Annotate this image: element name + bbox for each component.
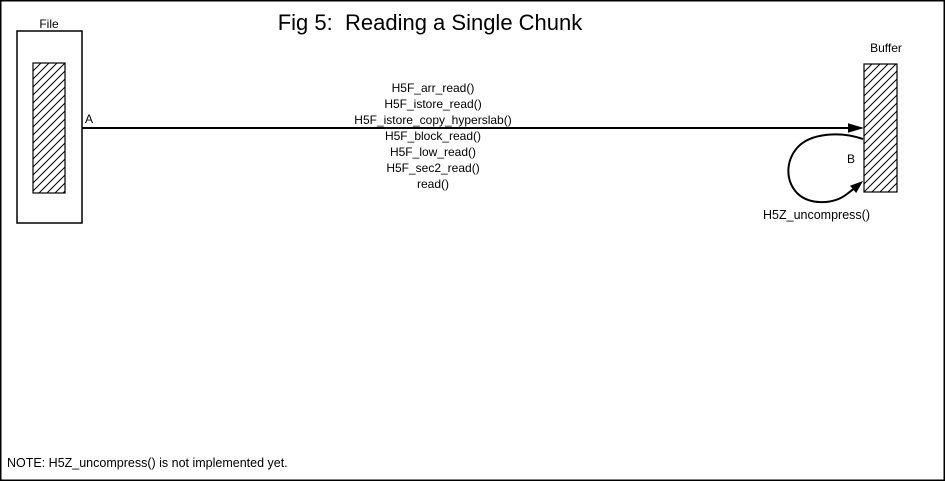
call-stack-line-6: H5F_sec2_read() (386, 161, 479, 175)
arrow-b-head (850, 181, 863, 193)
arrow-b-loop (787, 133, 864, 204)
call-stack-line-4: H5F_block_read() (385, 129, 481, 143)
call-stack: H5F_arr_read() H5F_istore_read() H5F_ist… (354, 81, 511, 191)
call-stack-line-1: H5F_arr_read() (392, 81, 475, 95)
figure-title: Fig 5: Reading a Single Chunk (278, 10, 584, 35)
arrow-a-head (848, 123, 864, 133)
arrow-a-label: A (85, 112, 93, 126)
call-stack-line-5: H5F_low_read() (390, 145, 476, 159)
call-stack-line-2: H5F_istore_read() (384, 97, 481, 111)
footnote: NOTE: H5Z_uncompress() is not implemente… (7, 456, 288, 470)
file-chunk-hatch (32, 62, 66, 194)
buffer-label: Buffer (870, 41, 902, 55)
buffer-hatch (863, 63, 898, 193)
call-stack-line-7: read() (417, 177, 449, 191)
uncompress-caption: H5Z_uncompress() (763, 208, 870, 222)
call-stack-line-3: H5F_istore_copy_hyperslab() (354, 113, 511, 127)
file-label: File (39, 17, 59, 31)
arrow-b-label: B (847, 152, 855, 166)
